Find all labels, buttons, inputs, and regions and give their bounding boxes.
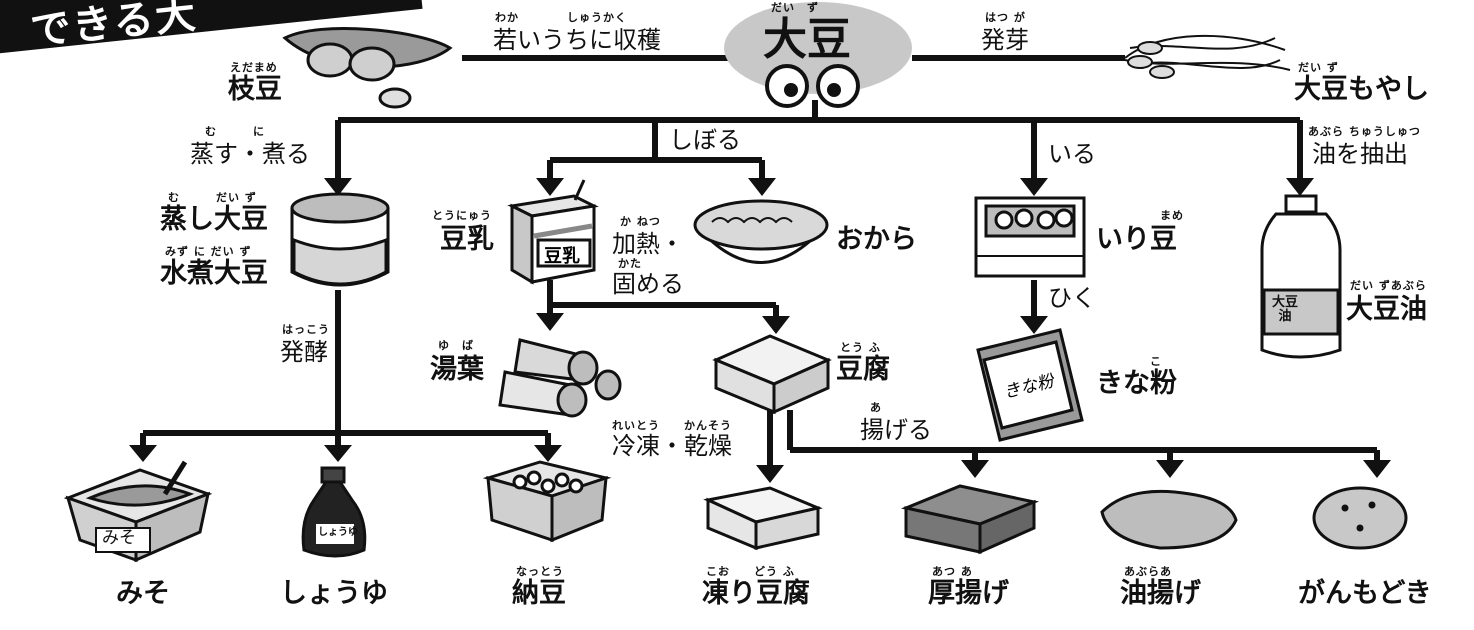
atsuage-ruby: あつ あ (932, 565, 973, 578)
carton-label: 豆乳 (544, 246, 580, 266)
oil-bottle-icon (1260, 194, 1342, 359)
koridofu-ruby: こお どう ふ (706, 565, 795, 578)
ganmodoki-label: がんもどき (1298, 578, 1432, 609)
center-label: 大豆 (763, 14, 851, 65)
heat-label: 加熱・ (612, 230, 684, 258)
bean-sprouts-icon (1124, 34, 1291, 79)
roast-label: いる (1048, 140, 1096, 168)
squeeze-label: しぼる (669, 126, 741, 154)
harvest-ruby: わか しゅうかく (495, 11, 627, 24)
oil-bottle-label: 大豆油 (1271, 295, 1298, 324)
fry-label: 揚げる (860, 416, 932, 444)
oil-label: 油を抽出 (1312, 140, 1408, 168)
irimame-ruby: まめ (1160, 209, 1184, 222)
kinako-bag-icon (976, 328, 1084, 442)
sprout-label: 発芽 (981, 26, 1029, 54)
fry-ruby: あ (870, 401, 882, 414)
soybean-center-icon (724, 2, 912, 108)
miso-tub-icon (63, 460, 213, 563)
daizuyu-ruby: だい ずあぶら (1350, 279, 1427, 292)
miso-tub-label: みそ (102, 528, 136, 548)
mizuni-ruby: みず に だい ず (165, 245, 252, 258)
aburaage-label: 油揚げ (1120, 578, 1201, 609)
miso-label: みそ (116, 578, 170, 609)
center-ruby: だい ず (771, 1, 819, 14)
heat-ruby: か ねつ (620, 215, 661, 228)
mizuni-label: 水煮大豆 (160, 258, 268, 289)
arrow-heads (129, 178, 1391, 483)
natto-icon (482, 460, 612, 543)
yuba-ruby: ゆ ば (438, 339, 474, 352)
freeze-label: 冷凍・乾燥 (612, 432, 732, 460)
harvest-label: 若いうちに収穫 (493, 26, 661, 54)
yuba-icon (498, 338, 622, 418)
ferment-label: 発酵 (280, 338, 328, 366)
irimame-label: いり豆 (1096, 224, 1177, 255)
atsuage-icon (900, 484, 1040, 555)
mushi-label: 蒸し大豆 (160, 204, 268, 235)
tofu-label: 豆腐 (836, 354, 890, 385)
ganmodoki-icon (1312, 486, 1408, 550)
tofu-ruby: とう ふ (840, 341, 881, 354)
okara-label: おから (836, 224, 917, 255)
jar-icon (290, 192, 390, 287)
atsuage-label: 厚揚げ (928, 578, 1009, 609)
koridofu-label: 凍り豆腐 (702, 578, 810, 609)
edamame-icon (282, 27, 453, 109)
sprout-ruby: はつ が (985, 11, 1026, 24)
kinako-ruby: こ (1150, 355, 1162, 368)
aburaage-icon (1100, 489, 1238, 550)
tonyu-ruby: とうにゅう (432, 209, 492, 222)
yuba-label: 湯葉 (430, 354, 484, 385)
set-ruby: かた (618, 257, 642, 270)
set-label: 固める (612, 270, 684, 298)
shoyu-label: しょうゆ (280, 578, 388, 609)
oil-ruby: あぶら ちゅうしゅつ (1308, 125, 1421, 138)
frozen-tofu-icon (703, 486, 823, 551)
ferment-ruby: はっこう (282, 323, 330, 336)
soy-milk-carton-icon (507, 179, 599, 285)
edamame-ruby: えだまめ (230, 61, 278, 74)
soy-sauce-bottle-icon (301, 466, 367, 558)
grind-label: ひく (1048, 284, 1096, 312)
moyashi-label: 大豆もやし (1294, 74, 1429, 105)
shoyu-bottle-label: しょうゆ (318, 527, 358, 538)
edamame-label: 枝豆 (228, 74, 282, 105)
freeze-ruby: れいとう かんそう (612, 419, 732, 432)
steam-label: 蒸す・煮る (190, 140, 310, 168)
natto-label: 納豆 (512, 578, 566, 609)
roasted-beans-box-icon (974, 196, 1086, 278)
steam-ruby: む に (205, 125, 265, 138)
kinako-label: きな粉 (1096, 368, 1177, 399)
mushi-ruby: む だい ず (168, 191, 257, 204)
tonyu-label: 豆乳 (440, 224, 494, 255)
tofu-icon (712, 334, 832, 415)
moyashi-ruby: だい ず (1298, 61, 1339, 74)
natto-ruby: なっとう (516, 565, 564, 578)
aburaage-ruby: あぶらあ (1124, 565, 1172, 578)
okara-bowl-icon (693, 199, 829, 264)
daizuyu-label: 大豆油 (1346, 294, 1427, 325)
